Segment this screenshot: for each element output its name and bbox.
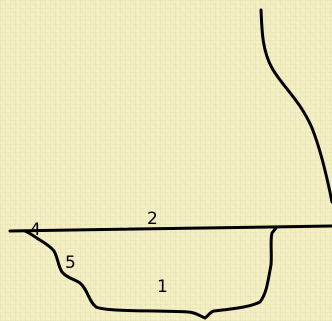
horizontal-line	[10, 226, 332, 231]
region-label-1: 1	[157, 277, 168, 297]
basin-outline	[25, 228, 276, 318]
region-label-4: 4	[30, 220, 41, 240]
right-boundary-curve	[261, 10, 332, 202]
region-label-2: 2	[147, 209, 158, 229]
region-label-5: 5	[65, 253, 76, 273]
